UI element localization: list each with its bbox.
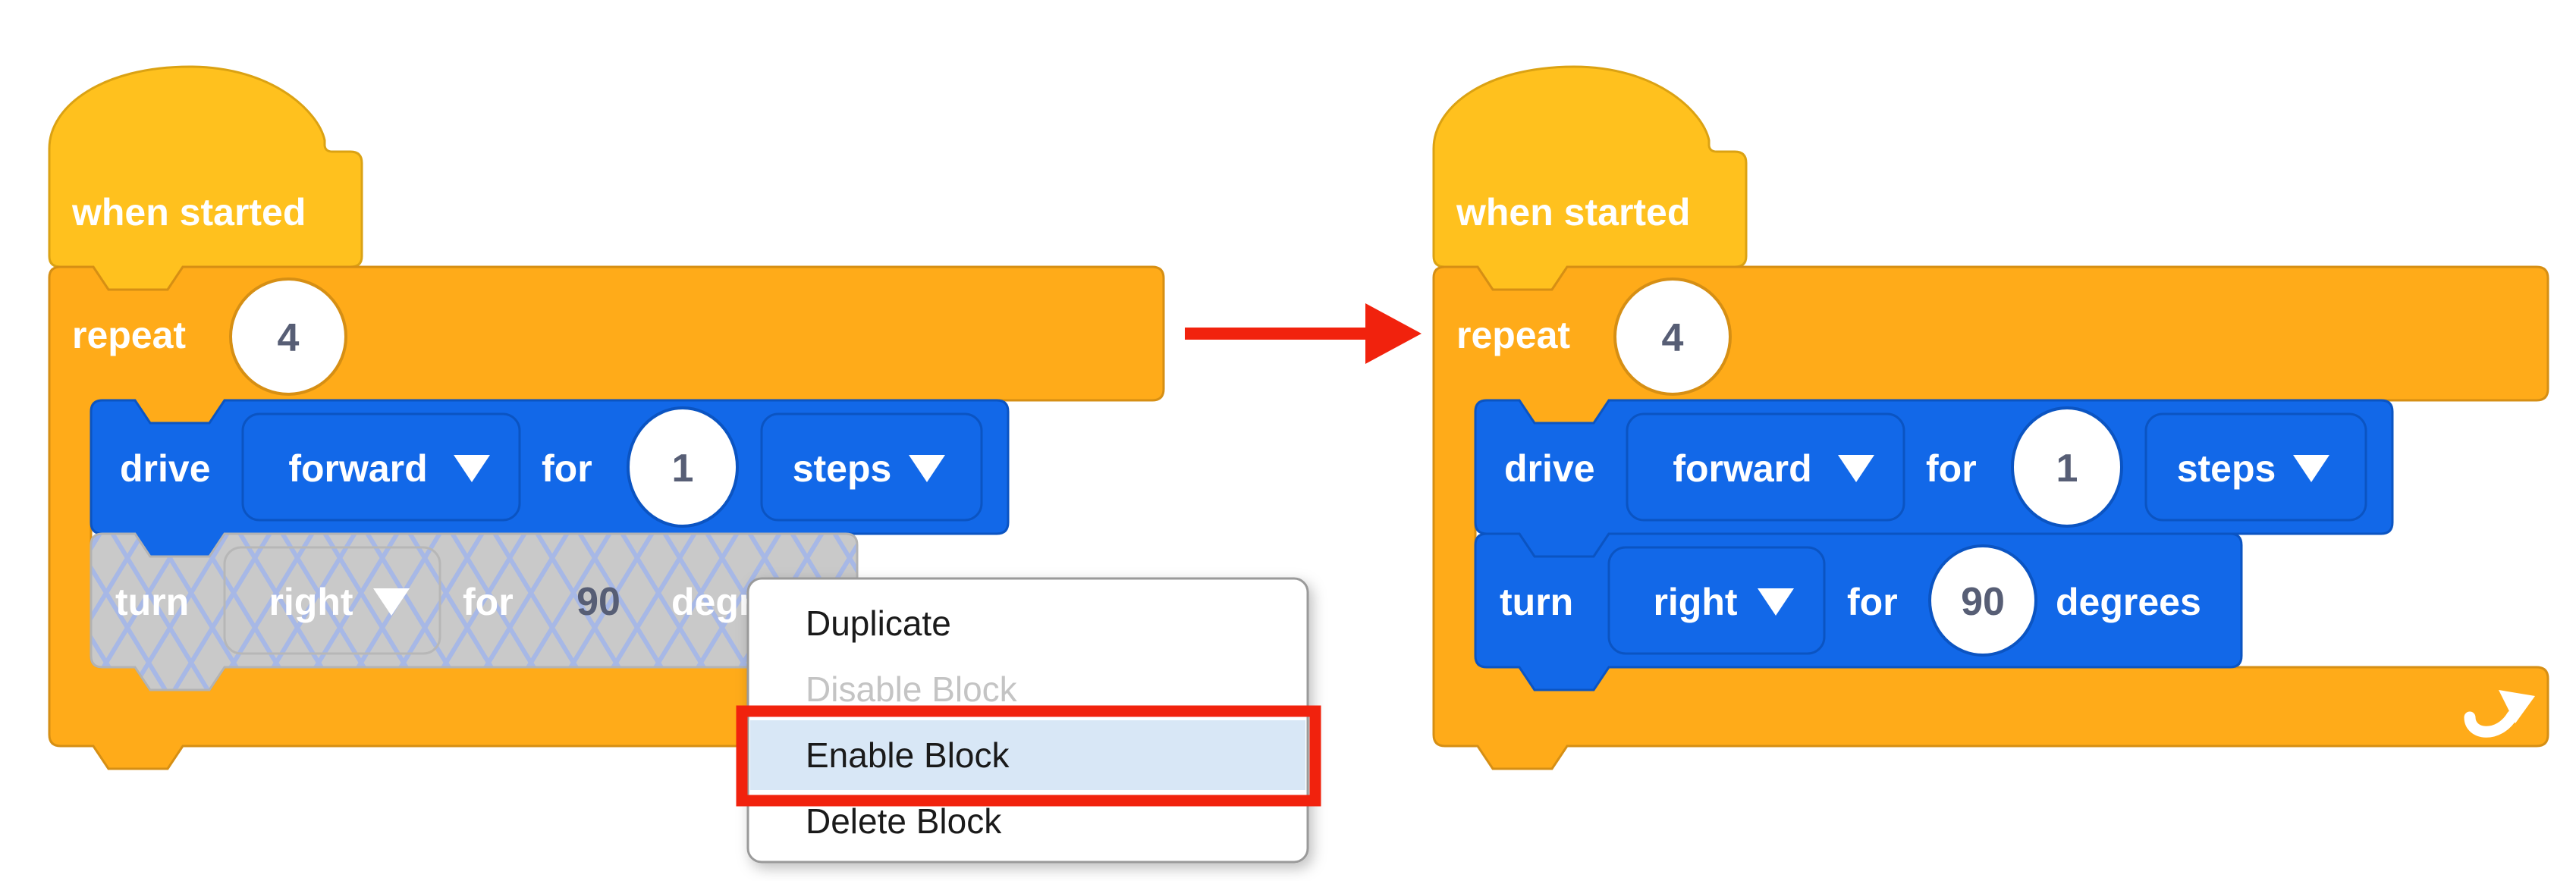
drive-direction-dropdown[interactable] <box>241 412 521 522</box>
turn-unit-label: degrees <box>2056 581 2201 623</box>
loop-arrow-head <box>2499 690 2535 723</box>
dropdown-arrow-icon[interactable] <box>2293 455 2329 482</box>
turn-label: turn <box>115 581 189 623</box>
turn-direction-value: right <box>269 581 353 623</box>
context-menu: Duplicate Disable Block Enable Block Del… <box>736 577 1321 864</box>
drive-distance-input[interactable] <box>2011 406 2123 528</box>
turn-for-label: for <box>1847 581 1898 623</box>
turn-block-right-enabled[interactable]: turn right for 90 degrees <box>1474 532 2243 691</box>
when-started-block-left[interactable]: when started <box>48 65 363 291</box>
drive-unit-dropdown[interactable] <box>2144 412 2367 522</box>
drive-label: drive <box>120 447 211 490</box>
turn-block-left-disabled[interactable]: turn right for 90 degrees <box>90 532 859 691</box>
left-block-stack: when started repeat 4 drive forward for … <box>48 65 1165 770</box>
drive-for-label: for <box>1926 447 1977 490</box>
repeat-count-input[interactable] <box>1613 277 1732 396</box>
turn-for-label: for <box>463 581 514 623</box>
menu-item-duplicate[interactable]: Duplicate <box>806 604 951 643</box>
hat-shape[interactable] <box>48 65 363 291</box>
drive-unit-value: steps <box>793 447 892 490</box>
drive-direction-dropdown[interactable] <box>1626 412 1905 522</box>
hat-shape[interactable] <box>1432 65 1748 291</box>
turn-angle-input[interactable] <box>1928 544 2037 657</box>
menu-item-delete-block[interactable]: Delete Block <box>806 801 1002 841</box>
turn-angle-value: 90 <box>576 580 620 624</box>
repeat-count-input[interactable] <box>229 277 347 396</box>
repeat-count-value: 4 <box>1662 316 1684 360</box>
drive-distance-value: 1 <box>672 447 694 491</box>
dropdown-arrow-icon[interactable] <box>373 588 410 616</box>
turn-direction-dropdown[interactable] <box>1607 546 1826 655</box>
repeat-label: repeat <box>1456 314 1570 356</box>
dropdown-arrow-icon[interactable] <box>1758 588 1794 616</box>
menu-item-disable-block: Disable Block <box>806 669 1018 709</box>
repeat-count-value: 4 <box>278 316 300 360</box>
drive-distance-value: 1 <box>2056 447 2078 491</box>
drive-direction-value: forward <box>1673 447 1811 490</box>
transition-arrow-head <box>1365 303 1422 364</box>
turn-angle-value: 90 <box>1961 580 2005 624</box>
turn-direction-value: right <box>1653 581 1737 623</box>
drive-block-right[interactable]: drive forward for 1 steps <box>1474 399 2394 558</box>
loop-arrow-icon-right <box>2464 690 2535 738</box>
drive-label: drive <box>1504 447 1595 490</box>
enable-block-red-highlight-box <box>736 705 1321 807</box>
right-block-stack: when started repeat 4 drive forward for … <box>1432 65 2549 770</box>
transition-arrow-icon <box>1185 303 1422 364</box>
menu-item-enable-block[interactable]: Enable Block <box>806 735 1010 775</box>
turn-shape[interactable] <box>1474 532 2243 691</box>
drive-unit-dropdown[interactable] <box>760 412 983 522</box>
repeat-block-right[interactable]: repeat 4 <box>1432 265 2549 770</box>
drive-distance-input[interactable] <box>627 406 739 528</box>
repeat-label: repeat <box>72 314 186 356</box>
turn-direction-dropdown[interactable] <box>223 546 441 655</box>
drive-block-left[interactable]: drive forward for 1 steps <box>90 399 1010 558</box>
drive-unit-value: steps <box>2177 447 2276 490</box>
when-started-block-right[interactable]: when started <box>1432 65 1748 291</box>
menu-item-enable-block-highlight[interactable] <box>750 720 1305 790</box>
dropdown-arrow-icon[interactable] <box>909 455 945 482</box>
when-started-label: when started <box>71 191 306 234</box>
turn-label: turn <box>1500 581 1573 623</box>
dropdown-arrow-icon[interactable] <box>1838 455 1874 482</box>
dropdown-arrow-icon[interactable] <box>454 455 490 482</box>
drive-direction-value: forward <box>288 447 427 490</box>
drive-for-label: for <box>542 447 592 490</box>
when-started-label: when started <box>1456 191 1690 234</box>
loop-arrow-tail <box>2464 710 2518 738</box>
